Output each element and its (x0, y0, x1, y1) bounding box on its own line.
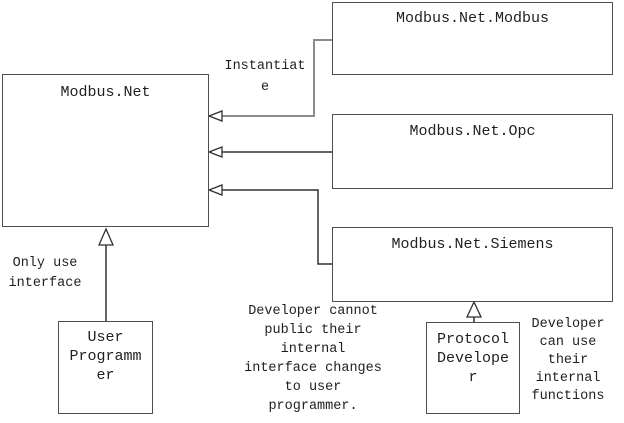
annotation-line: e (260, 80, 270, 95)
node-title: Modbus.Net (60, 84, 151, 101)
developer-cannot-annotation: Developer cannot public their internal i… (233, 302, 393, 416)
node-label: User Programm er (59, 322, 152, 385)
annotation-line: can use (539, 335, 597, 350)
annotation-line: interface (8, 276, 82, 291)
annotation-line: interface changes (244, 361, 382, 376)
node-label-line: Develope (436, 350, 509, 367)
annotation-line: programmer. (268, 399, 358, 414)
node-modbus-net-opc: Modbus.Net.Opc (332, 114, 613, 189)
annotation-line: their (547, 353, 589, 368)
protocol-developer-generalization-arrow (465, 300, 483, 322)
node-user-programmer: User Programm er (58, 321, 153, 414)
node-modbus-net-siemens: Modbus.Net.Siemens (332, 227, 613, 302)
annotation-line: Only use (12, 256, 78, 271)
developer-can-annotation: Developer can use their internal functio… (523, 316, 613, 406)
node-label-line: er (96, 367, 115, 384)
open-arrowhead-up-icon (465, 300, 483, 318)
annotation-line: to user (284, 380, 342, 395)
node-protocol-developer: Protocol Develope r (426, 322, 520, 414)
node-label-line: r (468, 369, 478, 386)
node-title: Modbus.Net.Modbus (395, 10, 550, 27)
node-title: Modbus.Net.Opc (409, 123, 536, 140)
annotation-line: Developer cannot (248, 304, 378, 319)
only-use-interface-annotation: Only use interface (5, 254, 85, 294)
opc-dependency-arrow (207, 146, 332, 158)
instantiate-annotation: Instantiat e (215, 56, 315, 98)
user-programmer-generalization-arrow (98, 227, 114, 321)
node-label-line: User (87, 329, 124, 346)
annotation-line: Instantiat (224, 59, 306, 74)
node-label: Protocol Develope r (427, 323, 519, 387)
open-arrowhead-left-icon (207, 184, 223, 196)
annotation-line: internal (280, 342, 346, 357)
node-modbus-net-modbus: Modbus.Net.Modbus (332, 2, 613, 75)
node-label-line: Programm (69, 348, 142, 365)
annotation-line: internal (535, 371, 601, 386)
open-arrowhead-left-icon (207, 146, 223, 158)
annotation-line: public their (264, 323, 362, 338)
node-title: Modbus.Net.Siemens (391, 236, 554, 253)
node-label-line: Protocol (436, 331, 509, 348)
node-modbus-net: Modbus.Net (2, 74, 209, 227)
open-arrowhead-up-icon (98, 227, 114, 246)
annotation-line: Developer (531, 317, 605, 332)
siemens-dependency-arrow (207, 184, 332, 265)
annotation-line: functions (531, 389, 605, 404)
open-arrowhead-left-icon (207, 110, 223, 122)
